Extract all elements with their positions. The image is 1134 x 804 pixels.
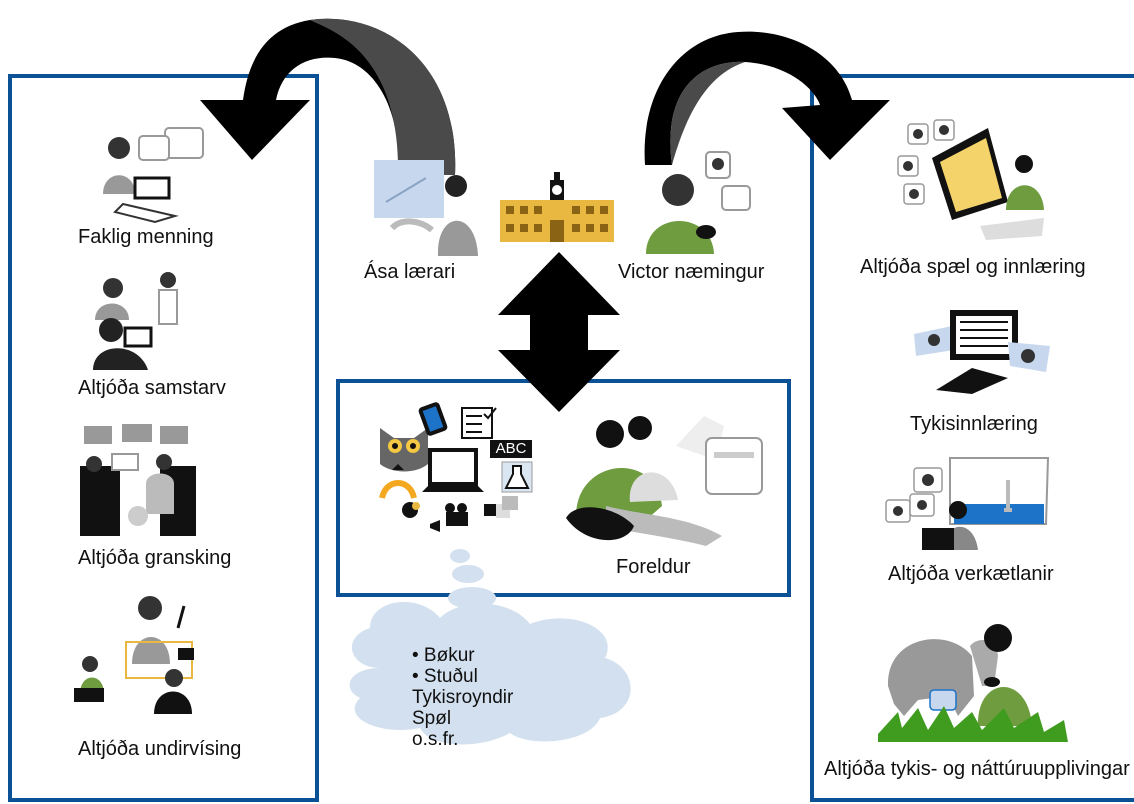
curved-arrow-right xyxy=(644,31,890,165)
lab-flask-icon xyxy=(501,461,533,493)
right-panel xyxy=(810,74,1134,802)
right-item-label-3: Altjóða tykis- og náttúruupplivingar xyxy=(824,758,1130,780)
teaching-presentation-icon xyxy=(74,596,194,714)
tablet-icon xyxy=(418,402,448,436)
rainbow-arch-icon xyxy=(379,464,417,499)
left-item-label-1: Altjóða samstarv xyxy=(78,377,226,399)
left-item-label-2: Altjóða gransking xyxy=(78,547,232,569)
right-item-label-2: Altjóða verkætlanir xyxy=(888,563,1054,585)
left-item-label-3: Altjóða undirvísing xyxy=(78,738,242,760)
left-panel xyxy=(8,74,319,802)
gadgets-icon xyxy=(402,496,518,532)
game-maze-icon xyxy=(897,119,1044,240)
abc-badge: ABC xyxy=(490,440,532,458)
teacher-whiteboard-icon xyxy=(374,160,478,256)
right-item-label-1: Tykisinnlæring xyxy=(910,413,1038,435)
elephant-nature-icon xyxy=(878,624,1068,742)
cloud-line-3: Spøl xyxy=(412,708,452,729)
owl-icon xyxy=(380,428,428,472)
cloud-line-0: • Bøkur xyxy=(412,645,475,666)
teacher-laptop-icon xyxy=(103,127,204,224)
cloud-line-1: • Stuðul xyxy=(412,666,478,687)
video-project-icon xyxy=(885,457,1050,550)
left-item-label-0: Faklig menning xyxy=(78,226,214,248)
student-phone-icon xyxy=(646,151,751,254)
cloud-line-2: Tykisroyndir xyxy=(412,687,514,708)
school-building-icon xyxy=(500,172,614,242)
cloud-line-4: o.s.fr. xyxy=(412,729,459,750)
parent-label: Foreldur xyxy=(616,556,691,578)
laptop-icon xyxy=(422,448,484,492)
parent-with-child-icon xyxy=(566,416,763,546)
teacher-label: Ása lærari xyxy=(364,261,456,283)
double-arrow xyxy=(498,252,620,412)
curved-arrow-left-shade xyxy=(310,18,456,175)
thought-cloud xyxy=(349,549,631,745)
student-label: Victor næmingur xyxy=(618,261,765,283)
collaboration-icon xyxy=(93,272,178,370)
curved-arrow-right-shade xyxy=(670,61,745,165)
virtual-learning-icon xyxy=(914,310,1050,394)
right-item-label-0: Altjóða spæl og innlæring xyxy=(860,256,1086,278)
checklist-icon xyxy=(461,407,497,439)
research-meeting-icon xyxy=(80,424,196,536)
